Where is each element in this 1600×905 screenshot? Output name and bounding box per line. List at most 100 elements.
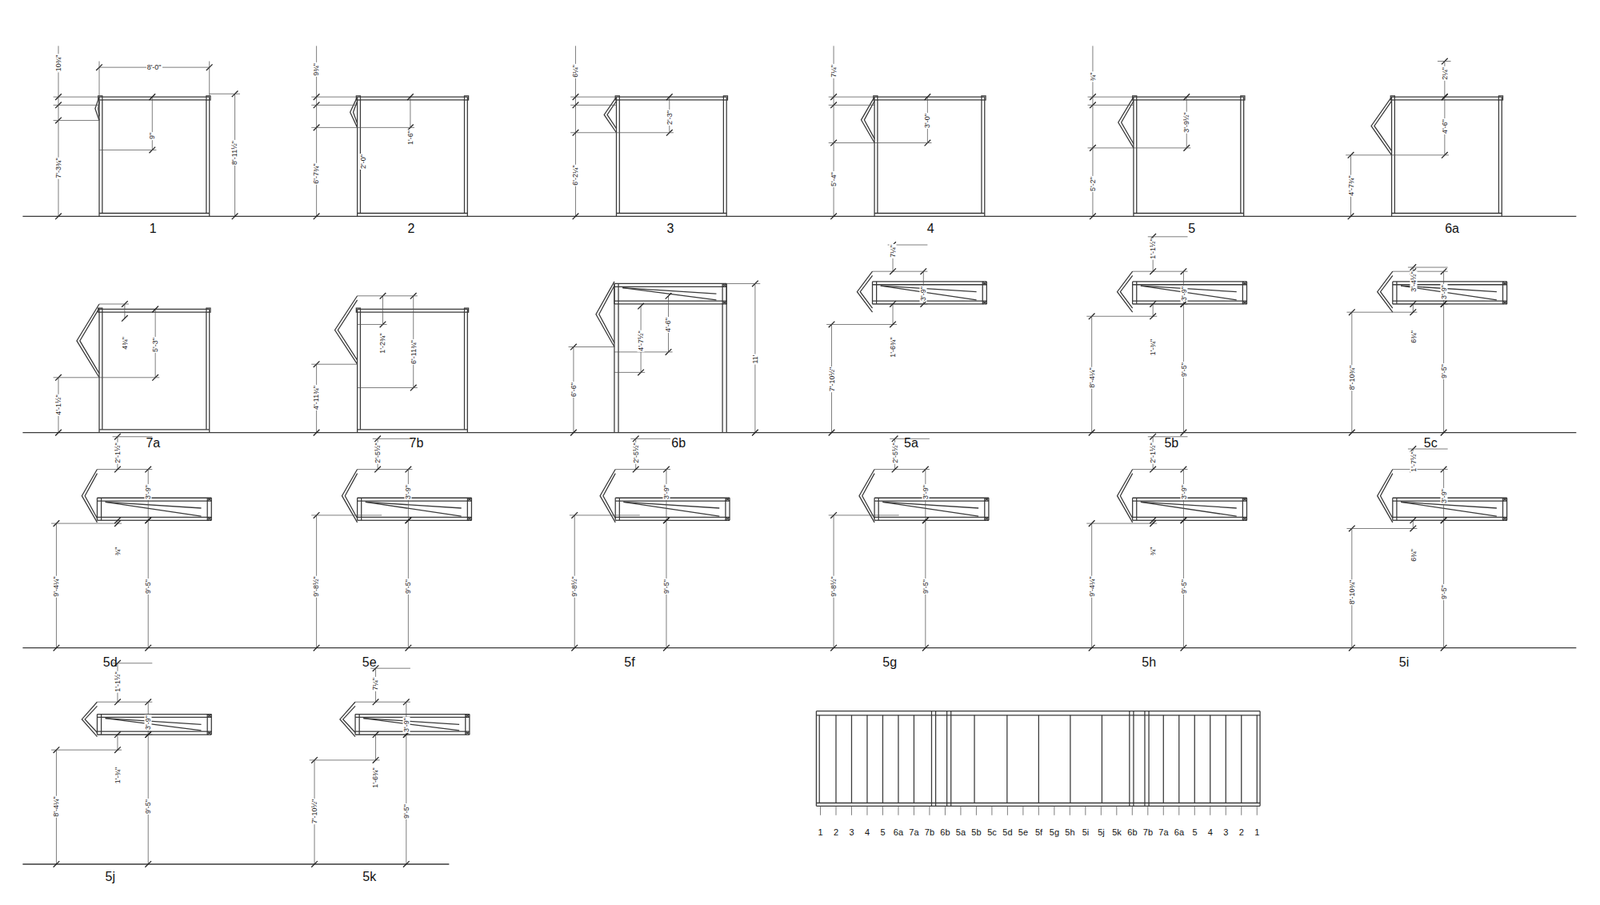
drawing-line xyxy=(623,501,720,508)
drawing-line xyxy=(615,468,671,470)
elevation-label: 5j xyxy=(1097,827,1105,836)
drawing-line xyxy=(614,286,727,288)
drawing-line xyxy=(892,304,894,325)
drawing-line xyxy=(1410,525,1417,532)
roof-bay-outline xyxy=(1117,271,1133,312)
dimension-label: 9'-5" xyxy=(921,578,929,595)
drawing-line xyxy=(355,716,470,718)
roof-bay-outline xyxy=(862,473,875,519)
drawing-line xyxy=(1440,429,1448,436)
dimension-label: 9¾" xyxy=(312,62,320,77)
dimension-label: 3'-9" xyxy=(1440,488,1448,504)
section-label: 5 xyxy=(1188,222,1196,236)
drawing-line xyxy=(405,516,412,524)
drawing-line xyxy=(575,45,576,132)
roof-bay-outline xyxy=(1377,469,1393,523)
drawing-line xyxy=(892,466,899,473)
roof-bay-outline xyxy=(344,473,357,519)
dimension-label: 6'-7¾" xyxy=(312,162,320,184)
drawing-line xyxy=(374,466,381,473)
drawing-line xyxy=(613,283,615,432)
drawing-line xyxy=(924,93,932,100)
roof-bay-outline xyxy=(1377,271,1393,312)
drawing-line xyxy=(1178,805,1180,815)
drawing-line xyxy=(1133,147,1191,148)
drawing-line xyxy=(1180,644,1188,652)
drawing-line xyxy=(144,516,152,524)
drawing-line xyxy=(1132,96,1134,216)
drawing-line xyxy=(1101,715,1103,804)
drawing-line xyxy=(1240,100,1241,214)
dimension-label: 1'-6" xyxy=(406,129,414,146)
drawing-line xyxy=(359,714,360,736)
drawing-line xyxy=(102,312,207,313)
elevation-label: 1 xyxy=(1254,827,1260,836)
drawing-line xyxy=(878,497,880,520)
dimension-label: 9'-5" xyxy=(1180,361,1188,378)
drawing-line xyxy=(1140,285,1237,292)
drawing-line xyxy=(1132,284,1248,285)
drawing-line xyxy=(53,96,100,98)
dimension-label: 9'-8½" xyxy=(312,576,320,598)
drawing-line xyxy=(1440,644,1448,652)
drawing-line xyxy=(616,96,617,216)
drawing-line xyxy=(1147,805,1148,815)
drawing-line xyxy=(872,284,988,285)
dimension-label: 10¾" xyxy=(54,54,62,73)
dimension-label: 5'-2" xyxy=(1089,176,1097,192)
drawing-line xyxy=(725,516,730,520)
dimension-label: 7¼" xyxy=(372,676,380,692)
section-label: 7a xyxy=(145,436,160,450)
drawing-line xyxy=(882,805,884,815)
dimension-label: ¾" xyxy=(1089,71,1097,82)
drawing-line xyxy=(357,324,388,325)
drawing-line xyxy=(835,715,836,804)
drawing-line xyxy=(1149,466,1156,473)
drawing-line xyxy=(874,142,932,144)
drawing-line xyxy=(1132,280,1248,282)
dimension-label: 3'-9" xyxy=(1440,284,1448,300)
roof-bay-outline xyxy=(84,705,97,732)
drawing-line xyxy=(1440,516,1448,524)
post-symbol xyxy=(464,308,468,312)
drawing-line xyxy=(1194,805,1196,815)
drawing-line xyxy=(1180,300,1188,308)
drawing-line xyxy=(98,308,100,432)
section-label: 5g xyxy=(882,656,897,669)
drawing-line xyxy=(102,99,207,100)
drawing-line xyxy=(100,714,102,736)
drawing-line xyxy=(828,104,875,106)
drawing-line xyxy=(1437,60,1452,62)
drawing-line xyxy=(1503,516,1508,520)
drawing-line xyxy=(615,520,730,521)
drawing-line xyxy=(382,296,384,325)
drawing-line xyxy=(882,501,979,516)
drawing-line xyxy=(144,644,152,652)
drawing-line xyxy=(22,216,1576,217)
drawing-line xyxy=(1408,267,1448,268)
drawing-line xyxy=(356,96,358,216)
drawing-line xyxy=(922,644,929,652)
dimension-label: 6¾" xyxy=(1409,329,1417,344)
drawing-line xyxy=(1006,715,1008,804)
drawing-line xyxy=(357,520,413,521)
drawing-line xyxy=(1392,520,1508,521)
elevation-label: 5 xyxy=(1192,827,1197,836)
elevation-label: 5h xyxy=(1064,827,1075,836)
drawing-line xyxy=(207,714,212,718)
drawing-line xyxy=(1178,715,1180,804)
drawing-line xyxy=(53,376,100,378)
post-symbol xyxy=(356,308,360,312)
drawing-line xyxy=(1180,516,1188,524)
drawing-line xyxy=(1242,497,1247,501)
drawing-line xyxy=(100,497,102,520)
drawing-line xyxy=(1069,715,1071,804)
drawing-line xyxy=(1149,312,1156,320)
drawing-line xyxy=(828,429,836,436)
roof-bay-outline xyxy=(1380,275,1393,308)
drawing-line xyxy=(467,497,472,501)
drawing-line xyxy=(1149,520,1156,527)
drawing-line xyxy=(357,308,468,310)
section-label: 1 xyxy=(149,222,157,236)
section-label: 2 xyxy=(408,222,416,236)
